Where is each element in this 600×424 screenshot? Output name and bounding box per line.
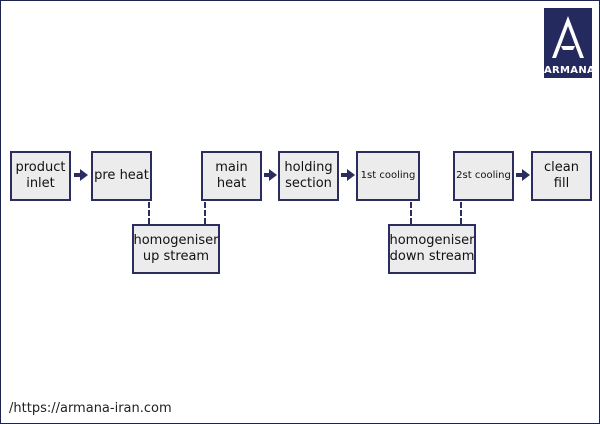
- pre-heat-box: pre heat: [91, 151, 152, 201]
- first-cooling-box: 1st cooling: [356, 151, 420, 201]
- homogeniser-down-stream-box: homogeniser down stream: [388, 224, 476, 274]
- dash-preheat-to-homogeniser-up: [148, 202, 150, 224]
- dash-homogeniser-down-to-cooling2: [460, 202, 462, 224]
- arrow-inlet-to-preheat: [74, 169, 88, 181]
- second-cooling-label: 2st cooling: [456, 170, 511, 181]
- brand-name: ARMANA: [544, 65, 596, 76]
- homogeniser-up-stream-label: homogeniser up stream: [133, 233, 219, 264]
- main-heat-box: main heat: [201, 151, 262, 201]
- arrow-mainheat-to-holding: [264, 169, 277, 181]
- pre-heat-label: pre heat: [94, 168, 149, 183]
- holding-section-label: holding section: [284, 160, 333, 191]
- website-url[interactable]: /https://armana-iran.com: [9, 401, 172, 416]
- arrow-holding-to-cooling1: [341, 169, 355, 181]
- homogeniser-up-stream-box: homogeniser up stream: [132, 224, 220, 274]
- product-inlet-label: product inlet: [15, 160, 66, 191]
- clean-fill-label: clean fill: [544, 160, 579, 191]
- armana-logo: ARMANA: [544, 8, 596, 78]
- arrow-cooling2-to-fill: [516, 169, 530, 181]
- dash-homogeniser-up-to-mainheat: [204, 202, 206, 224]
- second-cooling-box: 2st cooling: [453, 151, 514, 201]
- clean-fill-box: clean fill: [531, 151, 592, 201]
- armana-a-logo-icon: [552, 16, 584, 58]
- homogeniser-down-stream-label: homogeniser down stream: [389, 233, 475, 264]
- main-heat-label: main heat: [215, 160, 248, 191]
- holding-section-box: holding section: [278, 151, 339, 201]
- dash-cooling1-to-homogeniser-down: [410, 202, 412, 224]
- product-inlet-box: product inlet: [10, 151, 71, 201]
- first-cooling-label: 1st cooling: [360, 170, 416, 181]
